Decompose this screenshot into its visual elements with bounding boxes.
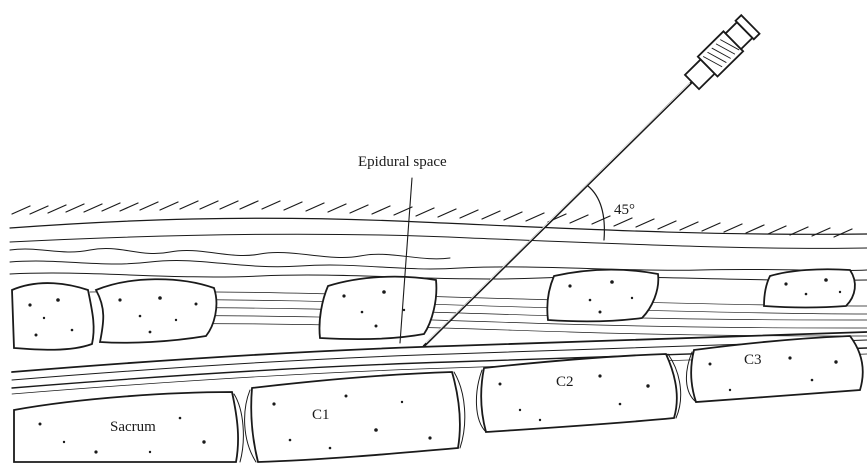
c1-body: [251, 372, 460, 462]
c3-label: C3: [744, 352, 762, 368]
vertebral-bodies: [14, 336, 863, 462]
skin-surface: [10, 201, 867, 248]
c3-body: [691, 336, 863, 402]
c2-label: C2: [556, 374, 574, 390]
epidural-space-label: Epidural space: [358, 154, 447, 170]
angle-marker: [588, 186, 604, 240]
sacrum-label: Sacrum: [110, 419, 156, 435]
subcutaneous-layer: [10, 248, 867, 280]
needle-hub: [682, 14, 760, 92]
c2-body: [481, 354, 677, 432]
angle-label: 45°: [614, 202, 635, 218]
c1-label: C1: [312, 407, 330, 423]
